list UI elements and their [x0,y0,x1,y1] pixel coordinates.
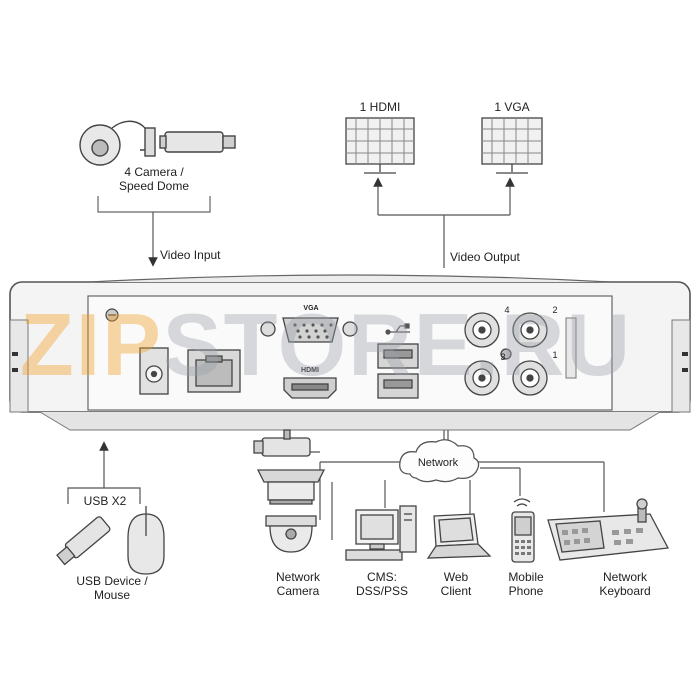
mouse-icon [127,506,165,575]
hdmi-port [283,377,337,399]
usb-icon [385,323,410,335]
video-output-connector [373,177,515,268]
vga-monitor-icon [481,117,543,174]
network-cloud-icon [399,439,480,483]
vga-output-label: 1 VGA [494,100,530,114]
bnc-number-2: 2 [552,305,558,315]
bnc-ports [464,312,548,396]
hdmi-monitor-icon [345,117,415,174]
cms-label: CMS: DSS/PSS [355,570,409,598]
network-keyboard-icon [547,498,670,561]
bnc-number-1: 1 [552,350,558,360]
camera-label: 4 Camera / Speed Dome [118,165,190,193]
vga-port [260,317,358,343]
network-dome-camera-icon [265,515,317,553]
camera-bracket [97,196,211,213]
ethernet-port [187,349,241,393]
cms-computer-icon [345,505,417,561]
network-bullet-camera-icon [253,429,311,457]
hdmi-port-label: HDMI [301,367,319,374]
dvr-rear-panel [9,274,691,431]
mobile-phone-icon [511,498,535,563]
usb-ports [377,323,419,399]
usb-device-label: USB Device / Mouse [76,574,148,602]
ground-screw-icon [105,308,119,322]
usb-stick-icon [56,516,111,566]
usb-connector-lines [67,441,141,504]
laptop-icon [426,513,492,559]
bnc-number-4: 4 [504,305,510,315]
vga-port-label: VGA [303,305,319,312]
network-cloud-label: Network [417,457,459,469]
video-output-label: Video Output [450,250,520,264]
usb-count-label: USB X2 [83,494,127,508]
network-camera-label: Network Camera [275,570,320,598]
mobile-phone-label: Mobile Phone [508,570,544,598]
speed-dome-icon [79,120,156,166]
bnc-number-3: 3 [500,352,506,362]
video-input-label: Video Input [160,248,221,262]
side-label-strip [565,317,577,379]
web-client-label: Web Client [440,570,472,598]
hdmi-output-label: 1 HDMI [359,100,401,114]
bullet-camera-icon [159,131,236,153]
network-keyboard-label: Network Keyboard [599,570,651,598]
network-box-camera-icon [256,469,326,505]
power-port [139,347,169,395]
